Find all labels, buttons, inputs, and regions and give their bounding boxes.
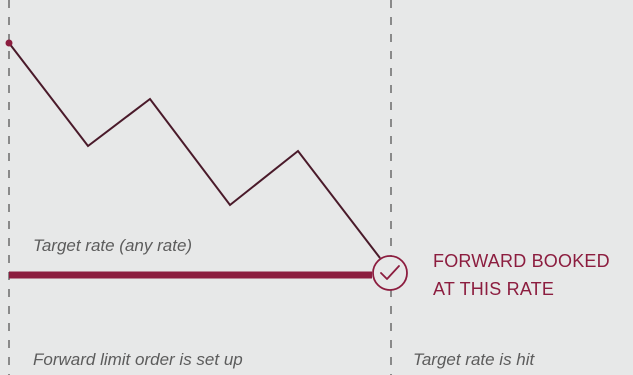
market-rate-line	[8, 42, 381, 259]
forward-booked-label: FORWARD BOOKED AT THIS RATE	[433, 247, 610, 303]
forward-booked-line2: AT THIS RATE	[433, 279, 555, 299]
check-circle-icon	[372, 255, 408, 291]
target-hit-label: Target rate is hit	[413, 350, 535, 369]
forward-booked-line1: FORWARD BOOKED	[433, 251, 610, 271]
start-point-marker	[5, 39, 13, 47]
order-setup-label: Forward limit order is set up	[33, 350, 243, 369]
target-rate-label: Target rate (any rate)	[33, 236, 193, 255]
